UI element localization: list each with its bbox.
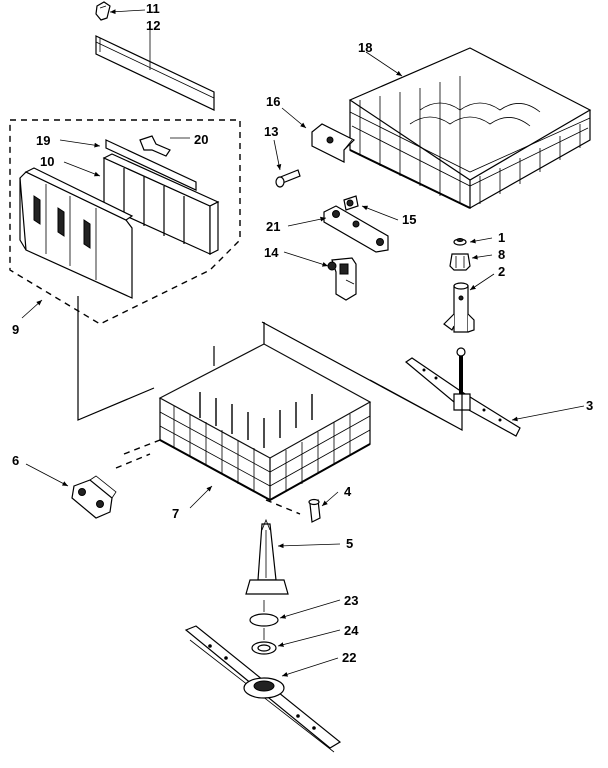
callout-14: 14 (264, 245, 279, 260)
nut-part-1 (453, 238, 467, 246)
assembly-leader-line (77, 296, 155, 421)
assembly-group-box (9, 119, 241, 325)
callout-15: 15 (402, 212, 416, 227)
upper-spray-arm-3 (404, 347, 521, 437)
clip-part-20 (139, 135, 171, 157)
callout-1: 1 (498, 230, 505, 245)
nut-part-8 (449, 253, 471, 271)
rack-dashed-guide (115, 439, 161, 469)
callout-10: 10 (40, 154, 54, 169)
callout-6: 6 (12, 453, 19, 468)
clip-part-11 (95, 1, 111, 21)
callout-21: 21 (266, 219, 280, 234)
callout-11: 11 (146, 1, 160, 16)
screw-part-13 (275, 169, 301, 188)
callout-9: 9 (12, 322, 19, 337)
callout-5: 5 (346, 536, 353, 551)
rack-dashed-guide-2 (265, 499, 301, 515)
callout-18: 18 (358, 40, 372, 55)
callout-13: 13 (264, 124, 278, 139)
wheel-clip-part-6 (71, 475, 117, 519)
pin-part-4 (308, 498, 321, 523)
adjuster-part-21 (323, 205, 389, 253)
silverware-basket-part-10 (102, 153, 220, 255)
lower-spray-arm-22 (184, 625, 342, 753)
rack-outline-lines (261, 321, 463, 432)
callout-19: 19 (36, 133, 50, 148)
washer-part-23 (249, 613, 279, 627)
callout-24: 24 (344, 623, 359, 638)
ring-part-24 (251, 641, 277, 655)
callout-12: 12 (146, 18, 160, 33)
callout-23: 23 (344, 593, 358, 608)
clip-part-15 (343, 195, 359, 211)
manifold-part-2 (443, 282, 475, 333)
leader-lines (21, 9, 585, 677)
callout-7: 7 (172, 506, 179, 521)
upper-rack-basket-18 (348, 47, 592, 209)
lower-rack-basket-7 (158, 322, 372, 502)
callout-8: 8 (498, 247, 505, 262)
callout-4: 4 (344, 484, 352, 499)
bracket-part-16 (311, 123, 356, 163)
roller-bracket-part-14 (327, 257, 357, 301)
spray-tower-part-5 (245, 518, 289, 595)
strip-part-19 (105, 139, 197, 191)
callout-20: 20 (194, 132, 208, 147)
callout-22: 22 (342, 650, 356, 665)
callout-16: 16 (266, 94, 280, 109)
callout-3: 3 (586, 398, 593, 413)
callout-2: 2 (498, 264, 505, 279)
silverware-basket-part-9 (19, 167, 134, 299)
rail-part-12 (95, 35, 215, 111)
